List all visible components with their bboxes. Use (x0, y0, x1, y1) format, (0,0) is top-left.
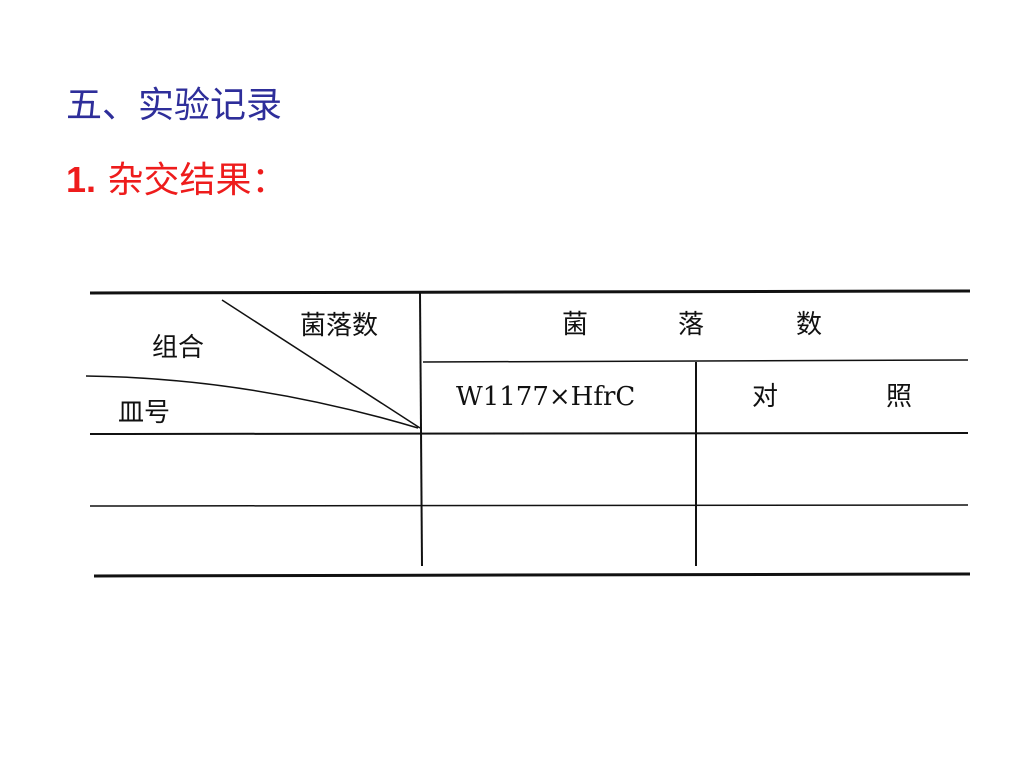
table-top-border (89, 289, 971, 295)
corner-label-dish-number: 皿号 (118, 398, 170, 428)
subheading-text: 杂交结果： (107, 160, 288, 201)
corner-diagonal (221, 299, 421, 429)
col-header-cross: W1177×HfrC (456, 382, 635, 412)
group-header-divider (422, 359, 969, 363)
corner-vertical-divider (419, 292, 423, 567)
corner-curve (85, 375, 419, 429)
group-header-char-2: 落 (678, 310, 704, 340)
subheading-number: 1. (66, 159, 97, 200)
col-header-control-char-1: 对 (752, 382, 778, 412)
slide-subheading: 1. 杂交结果： (66, 158, 288, 203)
header-bottom-border (89, 432, 969, 435)
corner-label-colony-count: 菌落数 (300, 311, 378, 341)
row-divider (89, 504, 969, 507)
slide-heading: 五、实验记录 (66, 85, 283, 126)
group-header-char-1: 菌 (562, 310, 588, 340)
corner-label-combination: 组合 (152, 333, 204, 363)
table-bottom-border (93, 572, 971, 578)
col-header-control-char-2: 照 (886, 382, 912, 412)
group-header-char-3: 数 (796, 310, 822, 340)
